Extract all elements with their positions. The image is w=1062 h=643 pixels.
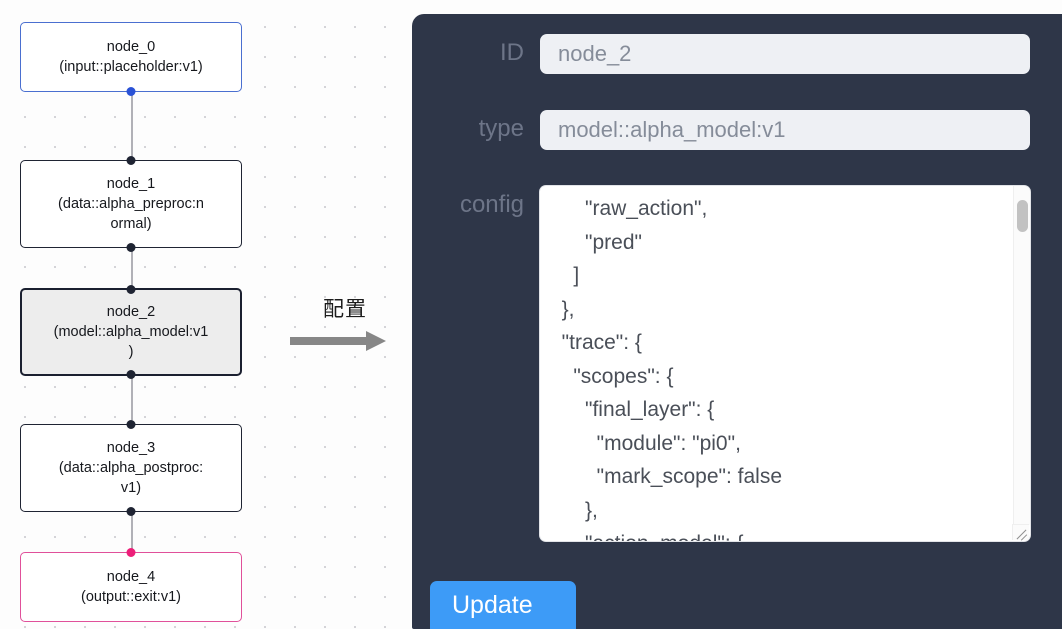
graph-node-node_0[interactable]: node_0 (input::placeholder:v1) [20, 22, 242, 96]
annotation-arrow-group: 配置 [290, 296, 400, 352]
graph-node-node_2[interactable]: node_2 (model::alpha_model:v1 ) [20, 285, 242, 379]
node-handle-source[interactable] [126, 87, 136, 96]
node-handle-target[interactable] [126, 548, 136, 557]
edge-node0-node1 [131, 92, 133, 160]
node-title: node_4 [106, 569, 156, 585]
update-button[interactable]: Update [430, 581, 576, 629]
edge-node1-node2 [131, 248, 133, 288]
field-row-type: type model::alpha_model:v1 [412, 110, 1062, 150]
node-handle-source[interactable] [126, 243, 136, 252]
node-subtitle-line1: (data::alpha_preproc:n [58, 196, 204, 212]
node-handle-target[interactable] [126, 285, 136, 294]
graph-node-node_4[interactable]: node_4 (output::exit:v1) [20, 548, 242, 622]
config-scrollbar[interactable] [1013, 186, 1030, 525]
field-row-config: config "raw_action", "pred" ] }, "trace"… [412, 186, 1062, 541]
graph-node-node_1[interactable]: node_1 (data::alpha_preproc:n ormal) [20, 156, 242, 252]
graph-node-node_3[interactable]: node_3 (data::alpha_postproc: v1) [20, 420, 242, 516]
arrow-head [366, 331, 386, 351]
config-textarea[interactable]: "raw_action", "pred" ] }, "trace": { "sc… [561, 197, 782, 541]
config-field-label: config [459, 191, 524, 218]
node-subtitle-line2: v1) [120, 480, 142, 496]
node-subtitle-line2: ) [128, 344, 134, 360]
node-title: node_1 [106, 176, 156, 192]
config-textarea-wrapper[interactable]: "raw_action", "pred" ] }, "trace": { "sc… [540, 186, 1030, 541]
node-graph-canvas[interactable]: node_0 (input::placeholder:v1) node_1 (d… [0, 0, 400, 643]
edge-node2-node3 [131, 376, 133, 420]
node-handle-target[interactable] [126, 156, 136, 165]
node-subtitle-line2: ormal) [110, 216, 152, 232]
node-handle-target[interactable] [126, 420, 136, 429]
node-title: node_0 [106, 39, 156, 55]
right-arrow-icon [290, 330, 400, 352]
node-subtitle-line1: (model::alpha_model:v1 [53, 324, 209, 340]
field-row-id: ID node_2 [412, 34, 1062, 74]
arrow-shaft [290, 337, 368, 345]
edge-node3-node4 [131, 512, 133, 552]
config-scrollbar-thumb[interactable] [1017, 200, 1028, 232]
node-title: node_3 [106, 440, 156, 456]
node-title: node_2 [106, 304, 156, 320]
type-input[interactable]: model::alpha_model:v1 [540, 110, 1030, 150]
id-field-label: ID [500, 39, 524, 66]
node-subtitle: (input::placeholder:v1) [59, 59, 203, 75]
resize-grip-icon[interactable] [1012, 524, 1029, 540]
type-field-label: type [478, 115, 524, 142]
node-subtitle: (output::exit:v1) [81, 589, 181, 605]
id-input[interactable]: node_2 [540, 34, 1030, 74]
annotation-label: 配置 [323, 297, 367, 321]
node-subtitle-line1: (data::alpha_postproc: [58, 460, 204, 476]
bottom-strip [0, 629, 1062, 643]
node-handle-source[interactable] [126, 370, 136, 379]
node-handle-source[interactable] [126, 507, 136, 516]
node-config-panel: ID node_2 type model::alpha_model:v1 con… [412, 14, 1062, 629]
